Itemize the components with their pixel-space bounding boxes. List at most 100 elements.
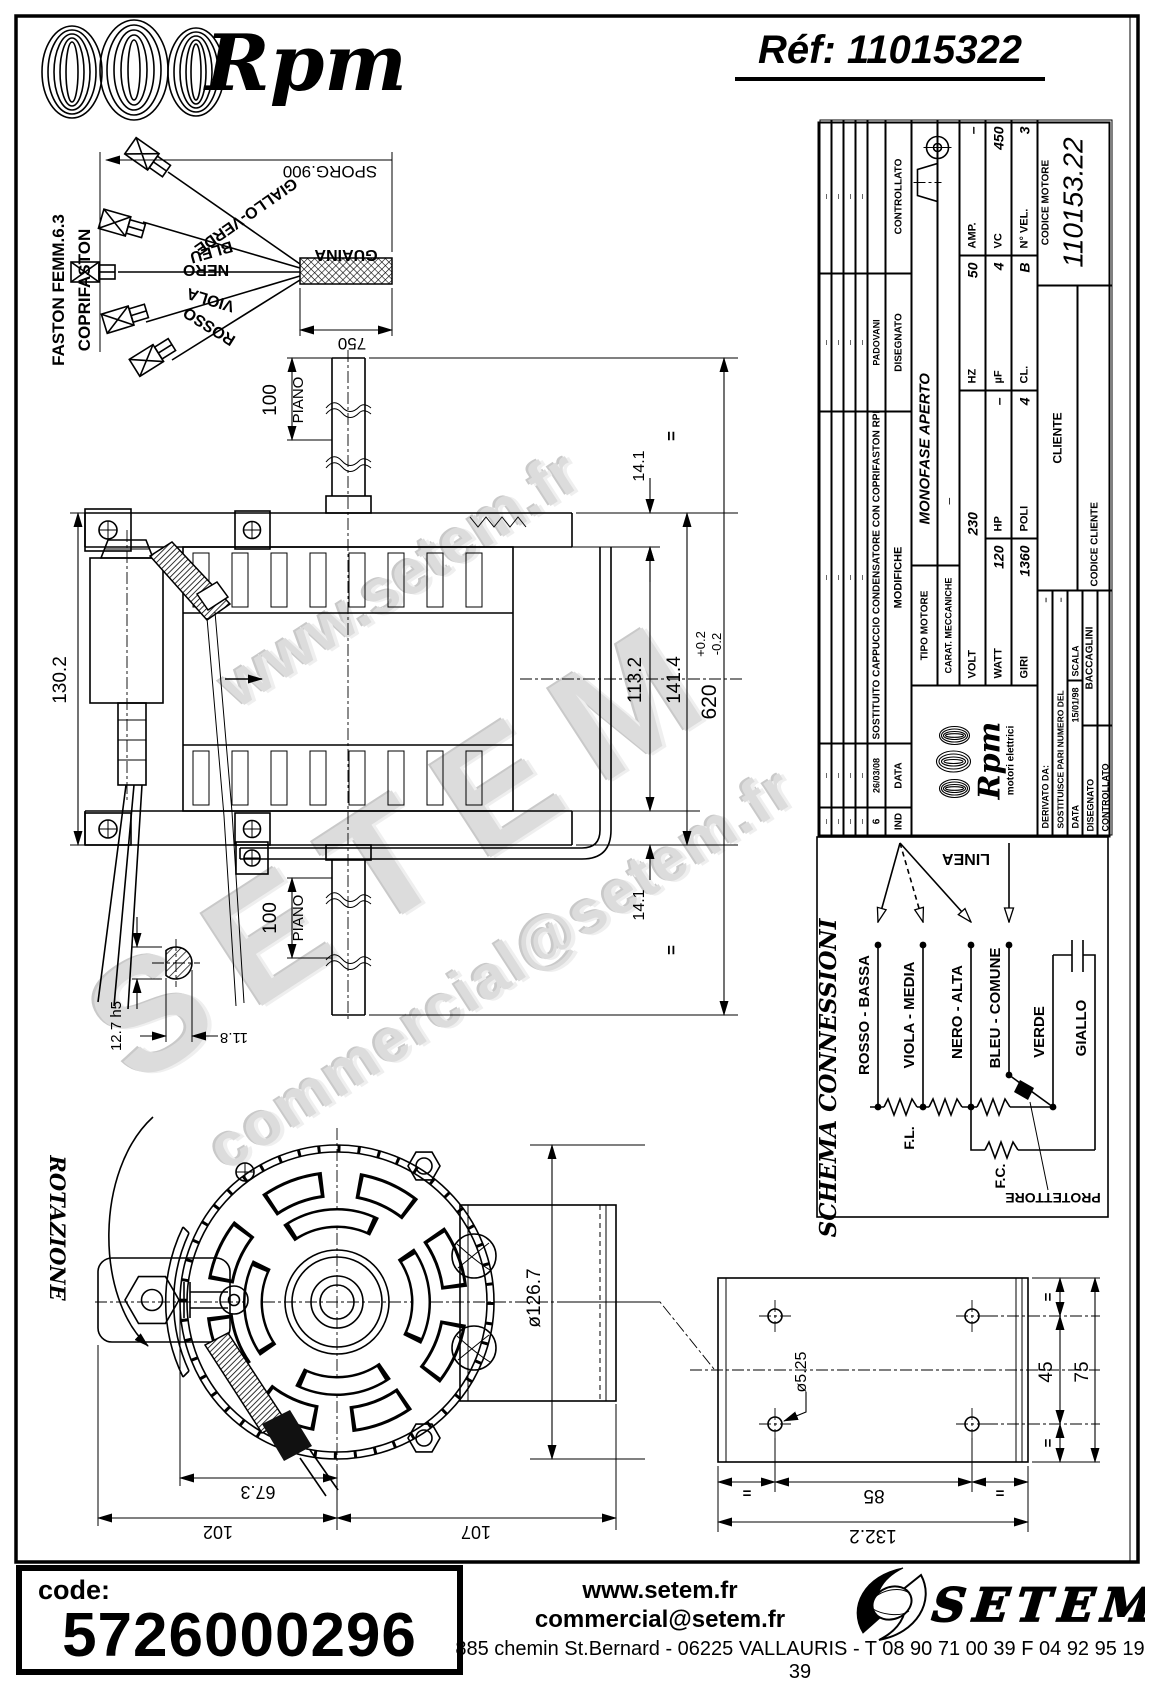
rev-cell: – bbox=[819, 119, 831, 273]
svg-text:ø126.7: ø126.7 bbox=[524, 1268, 545, 1327]
rotation-label: ROTAZIONE bbox=[45, 1154, 70, 1301]
svg-text:PIANO: PIANO bbox=[290, 377, 307, 424]
data-value: 15/01/98 bbox=[1069, 687, 1080, 723]
rev-cell: – bbox=[843, 743, 855, 807]
disegnato-cell: DISEGNATO bbox=[1082, 725, 1097, 835]
spec-cl: CL.B bbox=[1011, 255, 1037, 390]
rev-name: PADOVANI bbox=[867, 273, 885, 411]
volt-value: 230 bbox=[964, 511, 980, 535]
watt-value: 120 bbox=[990, 545, 1006, 569]
schema-wire-giallo: GIALLO bbox=[1073, 999, 1090, 1056]
cliente-cell: CLIENTE bbox=[1037, 285, 1077, 590]
code-box: code: 5726000296 bbox=[16, 1565, 463, 1675]
volt-label: VOLT bbox=[966, 649, 978, 678]
shaft-section-detail: 12.7 h5 11.8 bbox=[108, 917, 248, 1051]
svg-text:620: 620 bbox=[698, 684, 721, 719]
tipo-label: TIPO MOTORE bbox=[911, 565, 937, 685]
svg-text:+0.2: +0.2 bbox=[693, 631, 708, 657]
rpm-coils-logo bbox=[41, 19, 225, 121]
fl-label: F.L. bbox=[901, 1126, 917, 1149]
svg-text:14.1: 14.1 bbox=[631, 450, 648, 481]
dim-100-piano-bottom: 100 PIANO bbox=[260, 877, 332, 959]
schema-wire-nero: NERO - ALTA bbox=[949, 965, 966, 1059]
rev-cell: – bbox=[855, 119, 867, 273]
footer-contact: www.setem.fr commercial@setem.fr bbox=[470, 1577, 850, 1635]
derivato-value: – bbox=[1039, 597, 1050, 603]
spec-uf: µF 4 bbox=[985, 255, 1011, 390]
footer-email: commercial@setem.fr bbox=[534, 1605, 786, 1633]
brand-logo-text: Rpm bbox=[205, 18, 407, 109]
watt-label: WATT bbox=[992, 647, 1004, 678]
controllato-value bbox=[1097, 590, 1112, 725]
rev-ctrl bbox=[867, 119, 885, 273]
svg-text:132.2: 132.2 bbox=[849, 1525, 897, 1546]
faston-terminal bbox=[100, 303, 150, 335]
hdr-modifiche: MODIFICHE bbox=[885, 411, 911, 743]
code-value: 5726000296 bbox=[62, 1601, 417, 1670]
vc-label: VC bbox=[992, 232, 1004, 248]
spec-volt: VOLT 230 bbox=[959, 390, 985, 685]
bolt-symbol bbox=[98, 520, 118, 540]
protector-switch bbox=[1014, 1080, 1034, 1100]
dim-100-piano-top: 100 PIANO bbox=[260, 357, 332, 441]
cl-label: CL. bbox=[1018, 365, 1030, 383]
reference-number: Réf: 11015322 bbox=[735, 28, 1045, 81]
rev-cell: – bbox=[831, 411, 843, 743]
svg-text:100: 100 bbox=[260, 902, 281, 934]
controllato-cell: CONTROLLATO bbox=[1097, 725, 1112, 835]
hdr-ind: IND bbox=[885, 807, 911, 835]
mounting-arm bbox=[97, 1226, 249, 1378]
rev-cell: – bbox=[831, 743, 843, 807]
svg-text:141.4: 141.4 bbox=[664, 656, 685, 704]
hole bbox=[956, 1408, 988, 1440]
poli-value: 4 bbox=[1016, 397, 1032, 405]
tb-brand: Rpm bbox=[971, 721, 1007, 799]
hdr-data: DATA bbox=[885, 743, 911, 807]
disegnato-name: BACCAGLINI bbox=[1082, 590, 1097, 725]
sostituisce-row: SOSTITUISCE PARI NUMERO DEL– bbox=[1052, 590, 1067, 835]
hex-bolt bbox=[407, 1423, 441, 1453]
sheath-hatch bbox=[299, 257, 393, 285]
rev-date: 26/03/08 bbox=[867, 743, 885, 807]
hz-label: HZ bbox=[966, 368, 978, 383]
svg-text:113.2: 113.2 bbox=[625, 657, 646, 703]
sheath-label: GUAINA bbox=[314, 246, 378, 263]
bolt-symbol bbox=[242, 819, 262, 839]
uf-label: µF bbox=[992, 369, 1004, 383]
length-750-dimension: 750 bbox=[299, 288, 393, 353]
hole bbox=[759, 1300, 791, 1332]
spec-hp: HP– bbox=[985, 390, 1011, 538]
rotation-arrow bbox=[108, 1116, 154, 1347]
svg-text:SPORG.900: SPORG.900 bbox=[283, 162, 378, 181]
hdr-disegnato: DISEGNATO bbox=[885, 273, 911, 411]
svg-text:-0.2: -0.2 bbox=[709, 633, 724, 655]
carat-label: CARAT. MECCANICHE bbox=[937, 565, 959, 685]
rev-cell: – bbox=[855, 273, 867, 411]
amp-value: – bbox=[964, 126, 980, 134]
rev-cell: – bbox=[819, 273, 831, 411]
svg-text:=: = bbox=[1040, 1438, 1057, 1447]
faston-terminal bbox=[97, 208, 147, 239]
spec-vel: N° VEL.3 bbox=[1011, 119, 1037, 255]
rev-ind: 6 bbox=[867, 807, 885, 835]
svg-text:=: = bbox=[1040, 1292, 1057, 1301]
dim-right-stack: 14.1 113.2 14.1 141.4 620 +0.2 -0.2 = = bbox=[369, 357, 738, 1016]
svg-text:45: 45 bbox=[1036, 1361, 1057, 1382]
sheet-frame bbox=[14, 14, 1140, 1564]
capacitor-symbol bbox=[1071, 940, 1084, 972]
cable-fanout-drawing: GIALLO-VERDE BLEU NERO VIOLA ROSSO GUAIN… bbox=[49, 136, 393, 378]
bolt-symbol bbox=[235, 1162, 255, 1182]
linea-label: LINEA bbox=[942, 850, 990, 867]
setem-logo: SETEM bbox=[856, 1567, 1145, 1641]
tb-brand-sub: motori elettrici bbox=[1004, 725, 1016, 795]
giri-value: 1360 bbox=[1016, 545, 1032, 577]
faston-terminal bbox=[123, 136, 172, 178]
setem-logo-text: SETEM bbox=[930, 1578, 1145, 1632]
hp-label: HP bbox=[992, 515, 1004, 531]
uf-value: 4 bbox=[990, 262, 1006, 270]
motor-front-view: ROTAZIONE ø126.7 67.3 102 1 bbox=[45, 1116, 715, 1542]
vel-label: N° VEL. bbox=[1018, 208, 1030, 248]
coil-icon bbox=[41, 19, 225, 121]
